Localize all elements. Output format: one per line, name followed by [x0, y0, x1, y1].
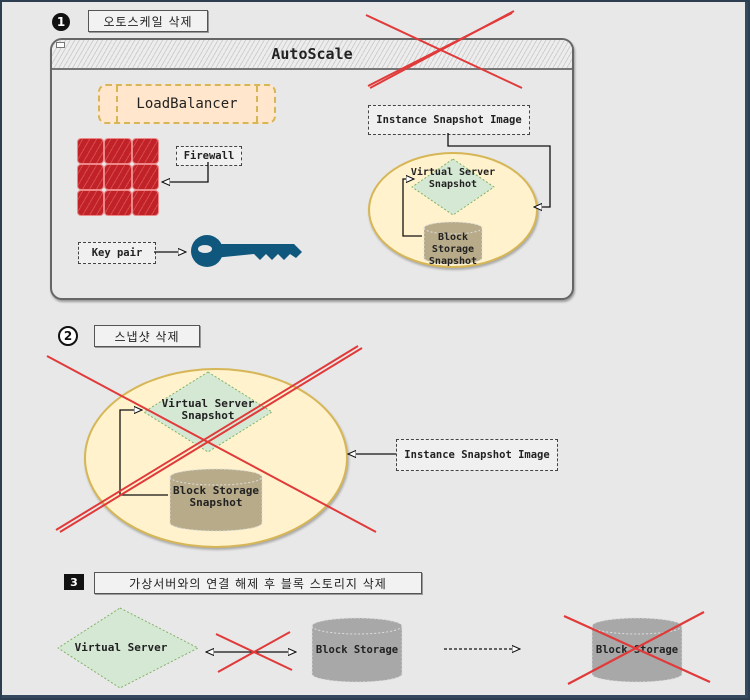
firewall-icon — [78, 139, 158, 215]
load-balancer: LoadBalancer — [98, 84, 276, 124]
instance-snapshot-label-step1: Instance Snapshot Image — [368, 105, 530, 135]
step2-title: 스냅샷 삭제 — [94, 325, 200, 347]
step2-badge: 2 — [58, 326, 78, 346]
virtual-server-diamond — [57, 607, 199, 689]
cross-mark-step2 — [46, 345, 377, 533]
block-storage: Block Storage — [310, 616, 404, 684]
bs-snapshot-step1-label: Block Storage Snapshot — [428, 232, 478, 267]
load-balancer-label: LoadBalancer — [136, 96, 238, 112]
virtual-server-label: Virtual Server — [74, 641, 168, 654]
firewall-connector — [162, 162, 209, 182]
step3-badge: 3 — [64, 574, 84, 590]
vs-snapshot-diamond — [143, 371, 273, 453]
autoscale-window-titlebar: AutoScale — [52, 40, 572, 70]
vs-snapshot-step1: Virtual Server Snapshot — [410, 157, 496, 217]
bs-to-vs-connector-step2 — [119, 410, 168, 496]
key-icon — [191, 235, 302, 267]
vs-snapshot-step1-label: Virtual Server Snapshot — [410, 167, 496, 190]
window-minimize-icon — [56, 42, 65, 48]
cross-mark-step1 — [365, 10, 523, 89]
step1-title: 오토스케일 삭제 — [88, 10, 208, 32]
step3-title: 가상서버와의 연결 해제 후 블록 스토리지 삭제 — [94, 572, 422, 594]
cross-mark-link — [215, 631, 293, 673]
block-storage-cylinder — [311, 617, 403, 683]
firewall-label: Firewall — [176, 146, 242, 166]
keypair-label: Key pair — [78, 242, 156, 264]
vs-snapshot-diamond — [411, 158, 495, 216]
bs-snapshot-step2: Block Storage Snapshot — [168, 467, 264, 533]
bs-to-vs-connector-step1 — [402, 179, 422, 237]
autoscale-window-title: AutoScale — [271, 45, 353, 63]
instance-snapshot-connector-step1 — [447, 133, 551, 207]
bs-snapshot-cylinder — [169, 468, 263, 532]
bs-snapshot-step1: Block Storage Snapshot — [422, 220, 484, 267]
bs-snapshot-step2-label: Block Storage Snapshot — [172, 484, 260, 509]
vs-snapshot-step2-label: Virtual Server Snapshot — [161, 397, 255, 422]
cross-mark-block-storage — [563, 611, 711, 685]
bs-snapshot-cylinder — [423, 221, 483, 265]
block-storage-label: Block Storage — [315, 644, 399, 656]
instance-snapshot-label-step2: Instance Snapshot Image — [396, 439, 558, 471]
virtual-server: Virtual Server — [56, 606, 200, 690]
vs-snapshot-step2: Virtual Server Snapshot — [142, 370, 274, 454]
step1-badge: 1 — [52, 13, 70, 31]
